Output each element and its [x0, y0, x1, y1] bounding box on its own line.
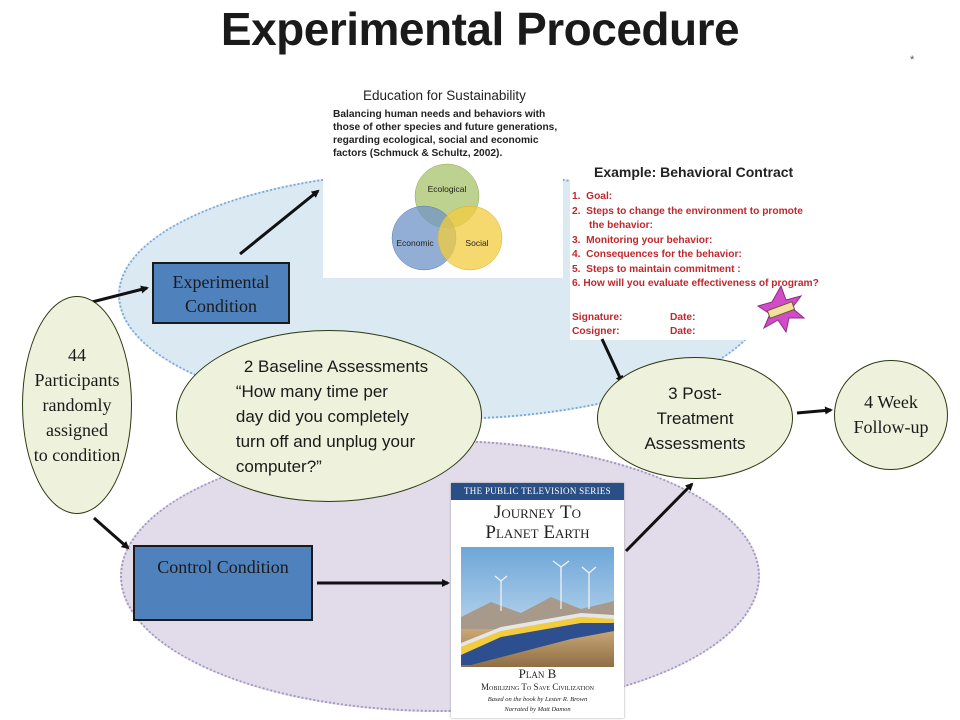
post-treatment-line: Treatment [656, 408, 734, 428]
signature-date-label: Date: [670, 312, 696, 323]
follow-up-line: 4 Week [864, 392, 918, 412]
arrow-post-to-followup [796, 406, 833, 415]
baseline-line: computer?” [235, 456, 322, 476]
arrow-participants-to-experimental [91, 285, 149, 304]
baseline-heading: 2 Baseline Assessments [243, 356, 429, 376]
education-panel-title: Education for Sustainability [363, 88, 526, 103]
venn-social-circle [437, 205, 503, 271]
poster-narrated: Narrated by Matt Damon [504, 706, 571, 713]
participants-line: assigned [46, 419, 108, 440]
venn-ecological-label: Ecological [428, 184, 467, 194]
arrow-contract-to-post [600, 338, 624, 384]
contract-item: 1. Goal: [572, 191, 613, 202]
experimental-condition-line: Condition [184, 296, 257, 316]
arrow-participants-to-control [93, 516, 130, 550]
contract-item: 3. Monitoring your behavior: [572, 234, 713, 246]
follow-up-node: 4 Week Follow-up [834, 360, 948, 470]
baseline-line: turn off and unplug your [235, 431, 416, 451]
poster-plan-label: Plan B [518, 666, 557, 681]
contract-item: the behavior: [572, 220, 653, 231]
participants-line: 44 [68, 344, 86, 365]
contract-panel-title: Example: Behavioral Contract [594, 164, 794, 180]
poster-plan-block: Plan B Mobilizing To Save Civilization B… [451, 667, 624, 714]
contract-item: 5. Steps to maintain commitment : [572, 263, 741, 275]
venn-social-label: Social [465, 238, 488, 248]
post-treatment-node: 3 Post- Treatment Assessments [597, 357, 793, 479]
education-panel-body: Balancing human needs and behaviors with… [333, 109, 558, 159]
poster-title-line2: Planet Earth [485, 522, 590, 543]
arrow-poster-to-post [624, 482, 694, 553]
post-treatment-line: 3 Post- [668, 383, 722, 403]
experimental-condition-box: Experimental Condition [152, 262, 290, 324]
follow-up-line: Follow-up [853, 417, 929, 437]
venn-economic-label: Economic [396, 238, 434, 248]
control-condition-box: Control Condition [133, 545, 313, 621]
cosigner-label: Cosigner: [572, 326, 620, 337]
participants-line: Participants [34, 369, 120, 390]
contract-clipart-icon [756, 284, 806, 334]
contract-item: 4. Consequences for the behavior: [572, 249, 742, 260]
arrow-experimental-to-education [239, 189, 320, 256]
contract-item: 6. How will you evaluate effectiveness o… [572, 278, 819, 289]
contract-item-list: 1. Goal: 2. Steps to change the environm… [572, 190, 822, 292]
education-panel: Education for Sustainability Balancing h… [323, 82, 563, 278]
participants-node: 44 Participants randomly assigned to con… [22, 296, 132, 514]
control-region [120, 440, 760, 712]
contract-panel: Example: Behavioral Contract 1. Goal: 2.… [570, 156, 828, 340]
participants-line: to condition [33, 444, 121, 465]
asterisk-mark: * [910, 54, 915, 66]
poster-subtitle: Mobilizing To Save Civilization [481, 682, 594, 692]
poster-series-label: THE PUBLIC TELEVISION SERIES [451, 483, 624, 500]
cosigner-date-label: Date: [670, 326, 696, 337]
sustainability-venn: Ecological Economic Social [391, 163, 503, 271]
documentary-poster: THE PUBLIC TELEVISION SERIES Journey To … [451, 483, 624, 718]
participants-line: randomly [42, 394, 112, 415]
post-treatment-line: Assessments [644, 433, 746, 453]
baseline-assessments-node: 2 Baseline Assessments “How many time pe… [176, 330, 482, 502]
poster-title: Journey To Planet Earth [451, 503, 624, 543]
baseline-line: “How many time per [235, 381, 388, 401]
signature-label: Signature: [572, 312, 623, 323]
poster-title-line1: Journey To [494, 502, 581, 523]
poster-based-on: Based on the book by Lester R. Brown [487, 696, 588, 703]
experimental-condition-line: Experimental [172, 272, 270, 292]
baseline-line: day did you completely [235, 406, 409, 426]
contract-item: 2. Steps to change the environment to pr… [572, 205, 803, 217]
poster-train-image [461, 547, 614, 667]
page-title: Experimental Procedure [220, 3, 740, 55]
